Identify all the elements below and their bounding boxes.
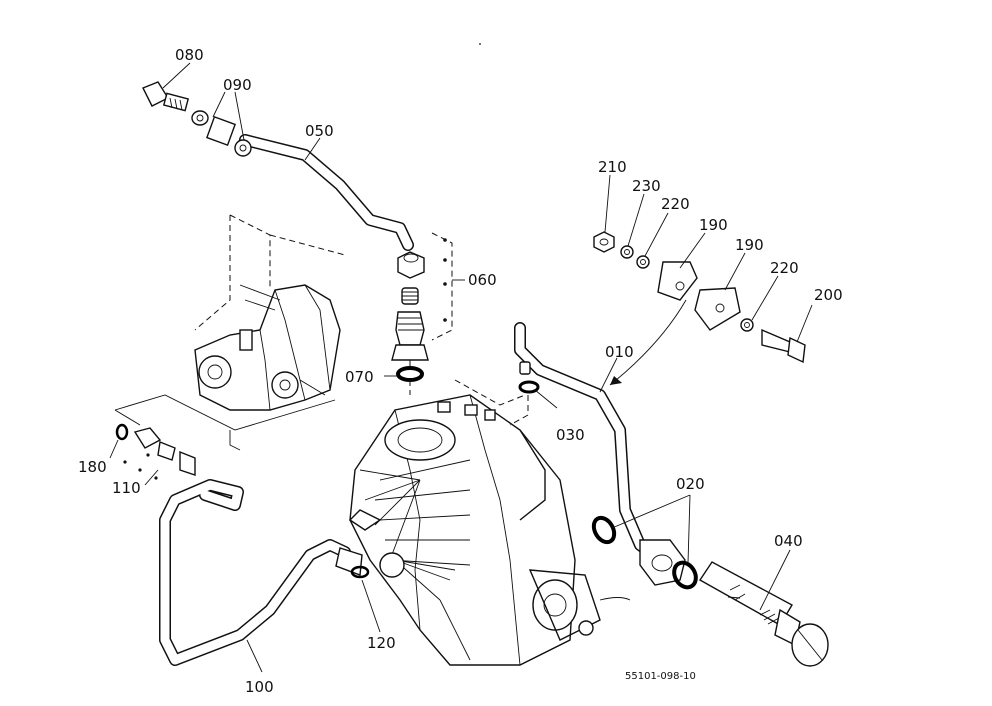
o-ring-020-right [672, 560, 698, 590]
guide-lines-lower-left [114, 394, 336, 451]
guide-lines-060 [409, 360, 526, 406]
label-040: 040 [774, 532, 803, 550]
speck [479, 43, 481, 45]
label-200: 200 [814, 286, 843, 304]
label-110: 110 [112, 479, 141, 497]
label-100: 100 [245, 678, 274, 696]
guide-bracket-060 [431, 232, 453, 341]
clamp-group [593, 231, 806, 364]
pipe-010 [514, 322, 686, 586]
dot [443, 238, 447, 242]
hose-100 [159, 479, 363, 666]
banjo-bolt-040 [698, 561, 829, 667]
dot [154, 476, 158, 480]
fitting-060 [391, 251, 429, 361]
washer-090 [191, 110, 252, 157]
label-090: 090 [223, 76, 252, 94]
label-190-left: 190 [699, 216, 728, 234]
label-060: 060 [468, 271, 497, 289]
part-labels: 080 090 050 060 070 210 230 220 190 190 … [78, 46, 843, 696]
guide-030 [509, 395, 529, 426]
arrow-head [610, 376, 622, 385]
o-ring-070 [396, 366, 424, 382]
fitting-110 [115, 423, 196, 476]
leader-lines [109, 62, 813, 673]
o-ring-020-left [591, 515, 617, 545]
label-230: 230 [632, 177, 661, 195]
label-220-lower: 220 [770, 259, 799, 277]
dot [138, 468, 142, 472]
label-080: 080 [175, 46, 204, 64]
label-030: 030 [556, 426, 585, 444]
label-050: 050 [305, 122, 334, 140]
label-020: 020 [676, 475, 705, 493]
label-210: 210 [598, 158, 627, 176]
pipe-050 [239, 134, 414, 251]
label-070: 070 [345, 368, 374, 386]
label-190-right: 190 [735, 236, 764, 254]
label-010: 010 [605, 343, 634, 361]
o-ring-120 [350, 565, 370, 579]
hydraulic-pump [194, 284, 341, 411]
transmission-case [348, 394, 631, 666]
label-180: 180 [78, 458, 107, 476]
dot [443, 318, 447, 322]
drawing-code: 55101-098-10 [625, 671, 696, 682]
banjo-bolt-080 [142, 81, 190, 112]
dot [443, 258, 447, 262]
dot [146, 453, 150, 457]
clamp-arrow-line [609, 299, 687, 386]
fitting-030 [518, 361, 540, 394]
guide-box-pump [194, 214, 346, 331]
dot [443, 282, 447, 286]
dot [123, 460, 127, 464]
label-220-upper: 220 [661, 195, 690, 213]
label-120: 120 [367, 634, 396, 652]
